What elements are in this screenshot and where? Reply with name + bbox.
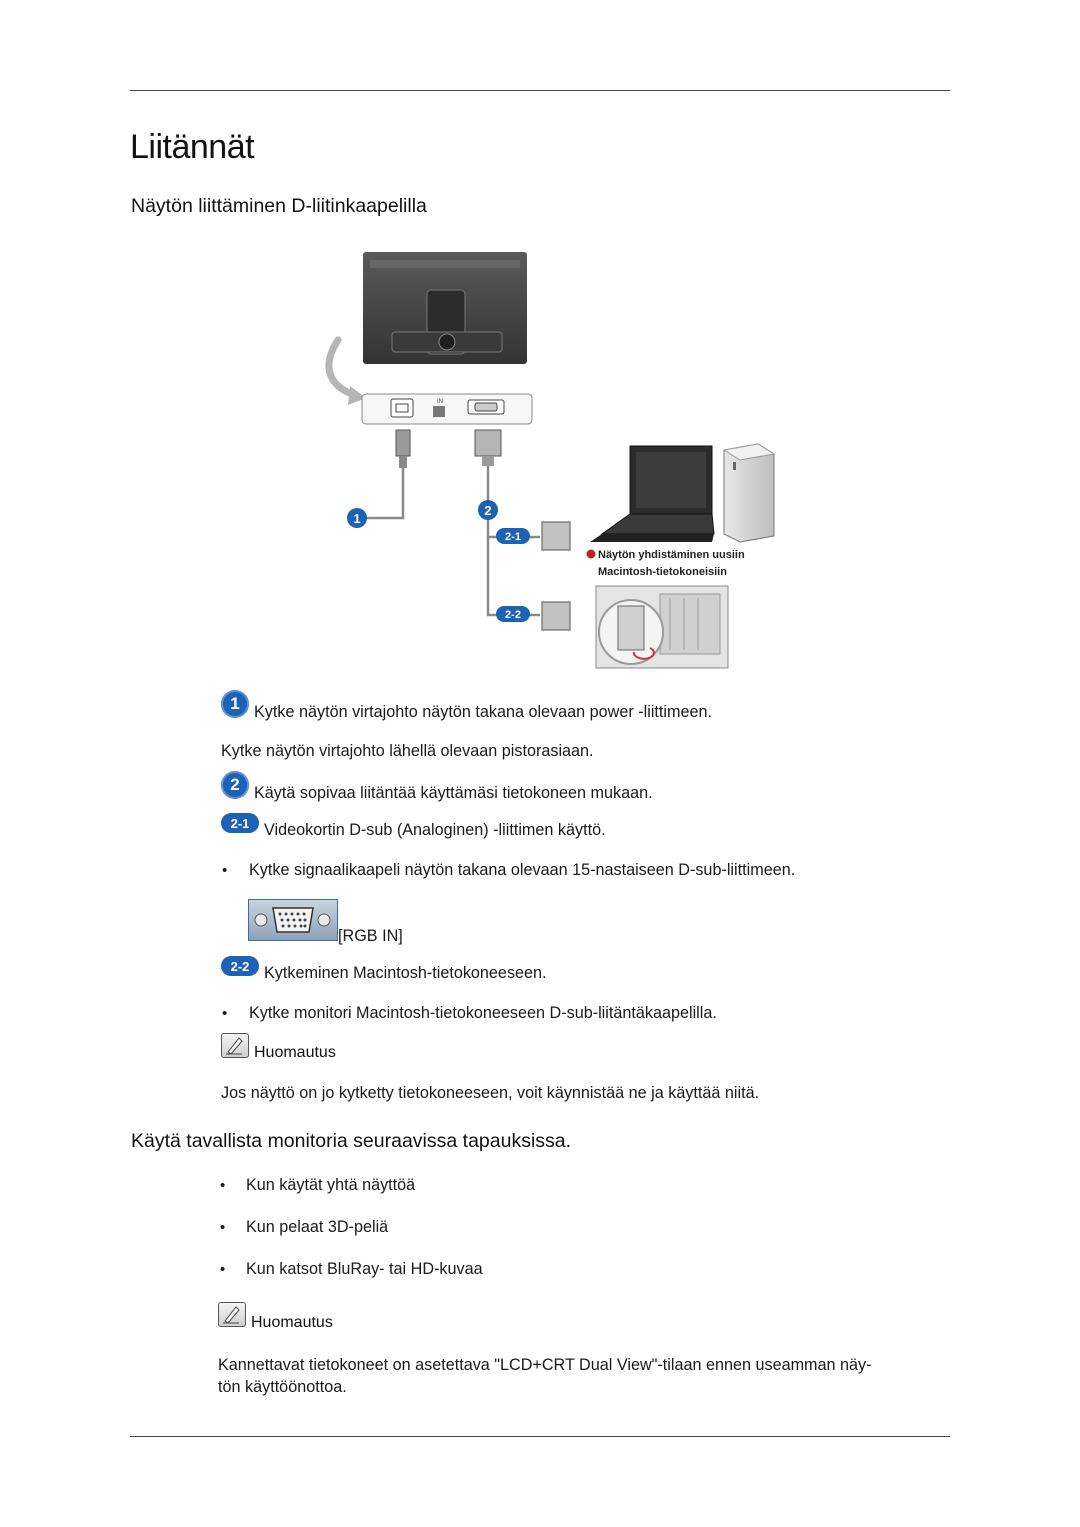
- page-title: Liitännät: [130, 128, 255, 166]
- port-in-label: IN: [437, 399, 443, 405]
- top-rule: [130, 90, 950, 91]
- connection-diagram-svg: IN 1 2: [325, 252, 776, 669]
- note1-label: Huomautus: [254, 1044, 336, 1061]
- dsub-cable: [474, 429, 571, 631]
- svg-text:2: 2: [484, 503, 491, 518]
- step2-1-text: Videokortin D-sub (Analoginen) -liittime…: [264, 821, 606, 839]
- section2-bullet-1: Kun käytät yhtä näyttöä: [246, 1176, 416, 1194]
- step2-text: Käytä sopivaa liitäntää käyttämäsi tieto…: [254, 784, 653, 802]
- laptop-illustration: [590, 445, 715, 542]
- step2-badge: 2: [221, 771, 249, 799]
- badge-2-2: 2-2: [496, 606, 530, 622]
- step1-text-line1: Kytke näytön virtajohto näytön takana ol…: [254, 703, 713, 721]
- step2-1-bullet-text: Kytke signaalikaapeli näytön takana olev…: [249, 861, 796, 879]
- desktop-tower-illustration: [722, 443, 776, 543]
- bullet-marker: •: [222, 1005, 228, 1022]
- section-heading-dsub: Näytön liittäminen D-liitinkaapelilla: [131, 195, 427, 217]
- step2-2-bullet-text: Kytke monitori Macintosh-tietokoneeseen …: [249, 1004, 717, 1022]
- note2-text-line2: tön käyttöönottoa.: [218, 1378, 347, 1396]
- mac-caption-line2: Macintosh-tietokoneisiin: [598, 566, 727, 578]
- note1-text: Jos näyttö on jo kytketty tietokoneeseen…: [221, 1084, 760, 1102]
- step2-2-text: Kytkeminen Macintosh-tietokoneeseen.: [264, 964, 547, 982]
- svg-text:1: 1: [353, 511, 360, 526]
- section-heading-normal-monitor: Käytä tavallista monitoria seuraavissa t…: [131, 1130, 572, 1152]
- step1-badge: 1: [221, 690, 249, 718]
- bullet-marker: •: [220, 1177, 226, 1194]
- bottom-rule: [130, 1436, 950, 1437]
- rgb-in-connector-icon: [248, 899, 338, 941]
- step1-text-line2: Kytke näytön virtajohto lähellä olevaan …: [221, 742, 594, 760]
- step2-2-badge: 2-2: [221, 956, 259, 976]
- rgb-in-label: [RGB IN]: [338, 927, 403, 945]
- svg-text:2-1: 2-1: [505, 531, 521, 543]
- mac-bullet-dot: [586, 549, 596, 559]
- port-panel: IN: [361, 393, 533, 425]
- step2-1-badge: 2-1: [221, 813, 259, 833]
- badge-2: 2: [478, 500, 498, 520]
- bullet-marker: •: [220, 1261, 226, 1278]
- power-cable: [360, 429, 411, 520]
- connection-diagram: IN 1 2: [300, 248, 800, 678]
- note2-text-line1: Kannettavat tietokoneet on asetettava "L…: [218, 1356, 872, 1374]
- mac-caption-line1: Näytön yhdistäminen uusiin: [598, 549, 745, 561]
- bullet-marker: •: [222, 862, 228, 879]
- badge-1: 1: [347, 508, 367, 528]
- badge-2-1: 2-1: [496, 528, 530, 544]
- section2-bullet-3: Kun katsot BluRay- tai HD-kuvaa: [246, 1260, 483, 1278]
- note-icon: [221, 1033, 249, 1058]
- zoom-arrow: [325, 336, 362, 400]
- note-icon: [218, 1302, 246, 1327]
- bullet-marker: •: [220, 1219, 226, 1236]
- svg-text:2-2: 2-2: [505, 609, 521, 621]
- note2-label: Huomautus: [251, 1314, 333, 1331]
- mac-back-panel-illustration: [595, 585, 729, 669]
- section2-bullet-2: Kun pelaat 3D-peliä: [246, 1218, 389, 1236]
- monitor-back-illustration: [363, 252, 527, 364]
